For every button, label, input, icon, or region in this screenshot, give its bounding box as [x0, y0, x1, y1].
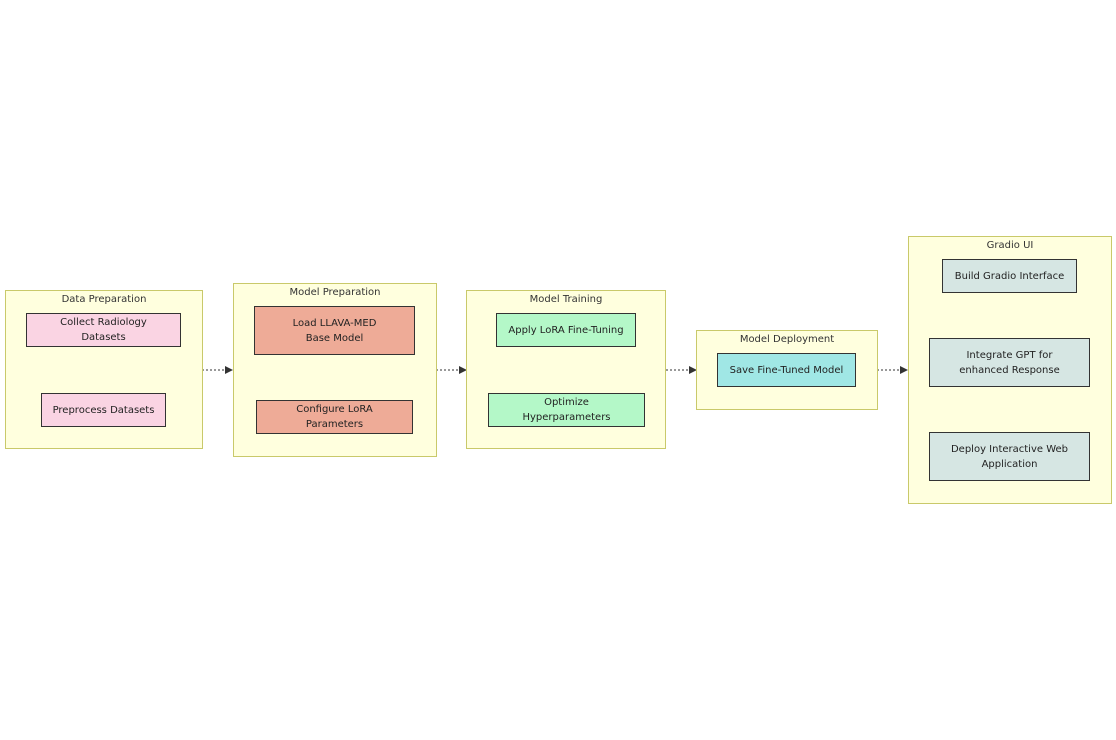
node-build-gradio-interface: Build Gradio Interface	[942, 259, 1077, 293]
group-title-model-training: Model Training	[529, 294, 603, 305]
node-integrate-gpt-for-enhanced-response: Integrate GPT for enhanced Response	[929, 338, 1090, 387]
node-preprocess-datasets: Preprocess Datasets	[41, 393, 166, 427]
node-load-llava-med-base-model: Load LLAVA-MED Base Model	[254, 306, 415, 355]
node-save-fine-tuned-model: Save Fine-Tuned Model	[717, 353, 856, 387]
node-deploy-interactive-web-application: Deploy Interactive Web Application	[929, 432, 1090, 481]
group-title-data-preparation: Data Preparation	[61, 294, 147, 305]
node-optimize-hyperparameters: Optimize Hyperparameters	[488, 393, 645, 427]
group-title-gradio-ui: Gradio UI	[986, 240, 1034, 251]
node-collect-radiology-datasets: Collect Radiology Datasets	[26, 313, 181, 347]
group-title-model-preparation: Model Preparation	[289, 287, 381, 298]
node-apply-lora-fine-tuning: Apply LoRA Fine-Tuning	[496, 313, 636, 347]
group-title-model-deployment: Model Deployment	[739, 334, 835, 345]
node-configure-lora-parameters: Configure LoRA Parameters	[256, 400, 413, 434]
